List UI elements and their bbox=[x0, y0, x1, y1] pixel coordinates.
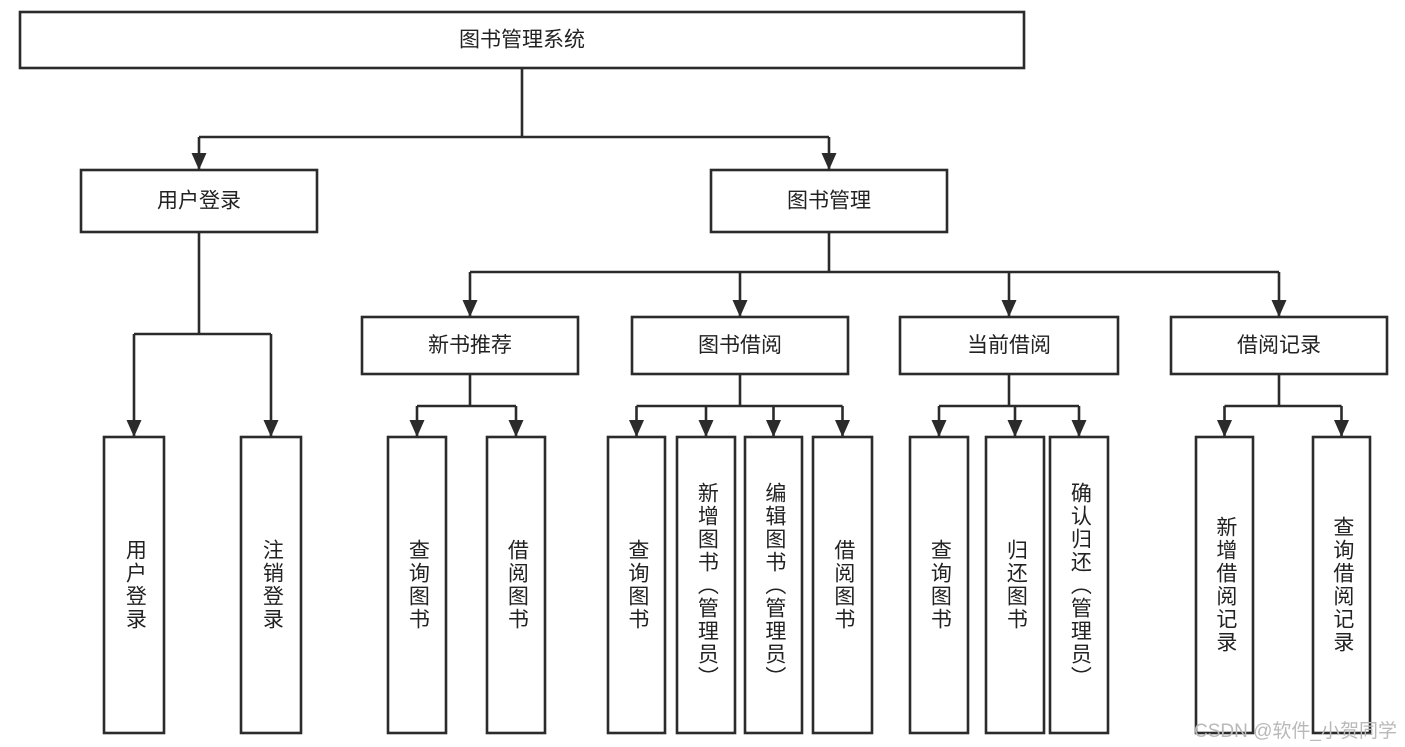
arrow-head bbox=[766, 420, 781, 437]
node-box-leaf-query-book-3[interactable] bbox=[908, 435, 970, 735]
node-box-leaf-confirm-return[interactable] bbox=[1048, 435, 1110, 735]
boxes-layer bbox=[18, 10, 1389, 735]
arrow-head bbox=[508, 420, 524, 437]
arrow-head bbox=[1334, 420, 1349, 437]
arrow-head bbox=[191, 153, 207, 170]
node-box-book-manage[interactable] bbox=[709, 168, 949, 234]
arrow-head bbox=[1271, 300, 1287, 317]
arrow-head bbox=[1217, 420, 1232, 437]
node-box-root[interactable] bbox=[18, 10, 1026, 70]
node-label-borrow-record: 借阅记录 bbox=[1237, 334, 1321, 357]
arrow-head bbox=[462, 300, 478, 317]
node-box-leaf-query-record[interactable] bbox=[1311, 435, 1372, 735]
node-label-new-book-rec: 新书推荐 bbox=[428, 334, 512, 357]
node-box-user-login[interactable] bbox=[79, 168, 319, 234]
node-box-borrow-record[interactable] bbox=[1169, 315, 1389, 376]
arrow-head bbox=[409, 420, 425, 437]
node-box-leaf-query-book-2[interactable] bbox=[606, 435, 667, 735]
arrow-head bbox=[126, 420, 142, 437]
arrow-head bbox=[732, 300, 748, 317]
node-box-leaf-query-book-1[interactable] bbox=[386, 435, 448, 735]
watermark-text: CSDN @软件_小贺同学 bbox=[1194, 721, 1397, 742]
arrow-head bbox=[1001, 300, 1017, 317]
node-box-leaf-return-book[interactable] bbox=[984, 435, 1046, 735]
node-box-leaf-add-book[interactable] bbox=[675, 435, 737, 735]
node-label-book-manage: 图书管理 bbox=[787, 190, 871, 213]
arrow-head bbox=[263, 420, 279, 437]
node-box-leaf-borrow-book-2[interactable] bbox=[811, 435, 874, 735]
arrow-head bbox=[835, 420, 850, 437]
node-box-leaf-add-record[interactable] bbox=[1194, 435, 1255, 735]
arrow-head bbox=[629, 420, 644, 437]
node-label-book-borrow: 图书借阅 bbox=[698, 334, 782, 357]
arrow-head bbox=[931, 420, 947, 437]
arrow-head bbox=[1007, 420, 1023, 437]
arrow-head bbox=[821, 153, 837, 170]
node-box-leaf-user-login[interactable] bbox=[102, 435, 166, 735]
node-box-leaf-borrow-book-1[interactable] bbox=[485, 435, 547, 735]
node-label-root: 图书管理系统 bbox=[459, 29, 585, 52]
node-box-current-borrow[interactable] bbox=[898, 315, 1120, 376]
node-box-new-book-rec[interactable] bbox=[360, 315, 580, 376]
node-label-user-login: 用户登录 bbox=[157, 190, 241, 213]
connectors-layer bbox=[126, 68, 1349, 437]
arrow-head bbox=[698, 420, 714, 437]
arrow-head bbox=[1071, 420, 1087, 437]
node-label-current-borrow: 当前借阅 bbox=[967, 334, 1051, 357]
node-box-leaf-logout[interactable] bbox=[239, 435, 303, 735]
node-box-book-borrow[interactable] bbox=[630, 315, 850, 376]
node-box-leaf-edit-book[interactable] bbox=[743, 435, 804, 735]
